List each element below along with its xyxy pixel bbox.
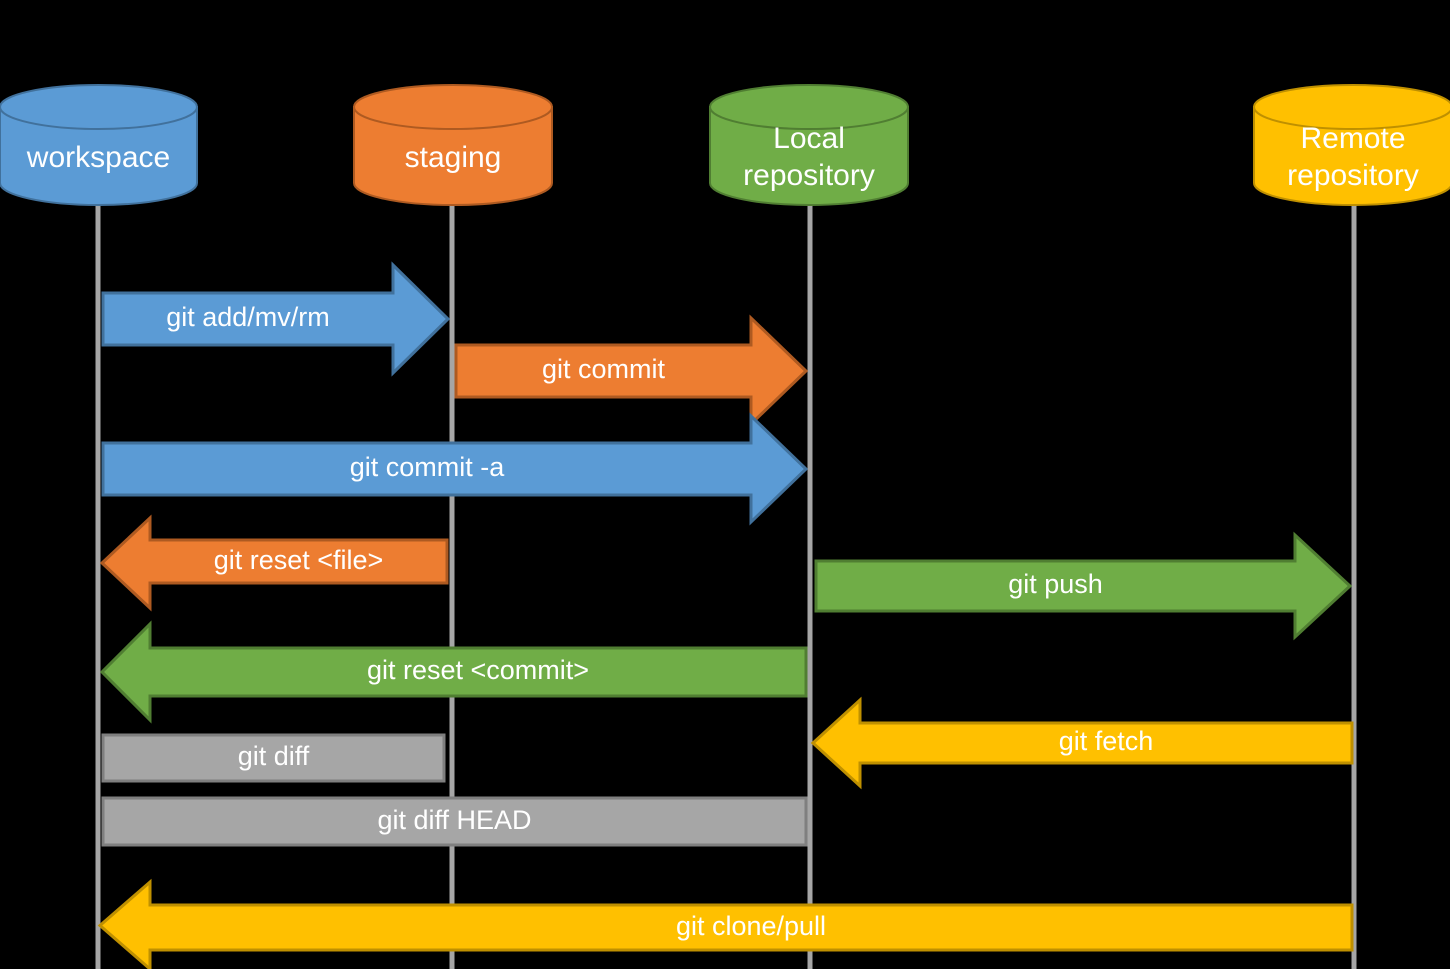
lifeline-workspace <box>95 197 101 969</box>
node-local-repository[interactable] <box>709 84 909 206</box>
flow-arrow-git-reset-file[interactable] <box>99 514 449 612</box>
lifeline-remote-repository <box>1351 197 1357 969</box>
flow-arrow-git-clone-pull[interactable] <box>97 878 1354 969</box>
node-staging[interactable] <box>353 84 553 206</box>
cylinders-group <box>0 84 1450 206</box>
node-body-remote-repository <box>1253 106 1450 206</box>
node-top-staging <box>353 84 553 130</box>
lifeline-local-repository <box>807 197 813 969</box>
flow-bar-git-diff-head[interactable] <box>101 796 808 847</box>
node-remote-repository[interactable] <box>1253 84 1450 206</box>
node-top-workspace <box>0 84 198 130</box>
node-body-staging <box>353 106 553 206</box>
node-body-workspace <box>0 106 198 206</box>
flow-arrow-git-fetch[interactable] <box>810 696 1354 790</box>
node-workspace[interactable] <box>0 84 198 206</box>
flow-arrow-git-commit-a[interactable] <box>101 412 809 526</box>
lifeline-staging <box>449 197 455 969</box>
flow-arrow-git-commit[interactable] <box>454 314 809 428</box>
node-top-local-repository <box>709 84 909 130</box>
lifelines-group <box>95 197 1357 969</box>
flow-arrow-git-add-mv-rm[interactable] <box>101 261 451 377</box>
flows-group <box>97 261 1354 969</box>
node-top-remote-repository <box>1253 84 1450 130</box>
flow-bar-git-diff[interactable] <box>101 733 446 783</box>
flow-arrow-git-reset-commit[interactable] <box>99 620 808 724</box>
node-body-local-repository <box>709 106 909 206</box>
flow-arrow-git-push[interactable] <box>814 531 1353 641</box>
